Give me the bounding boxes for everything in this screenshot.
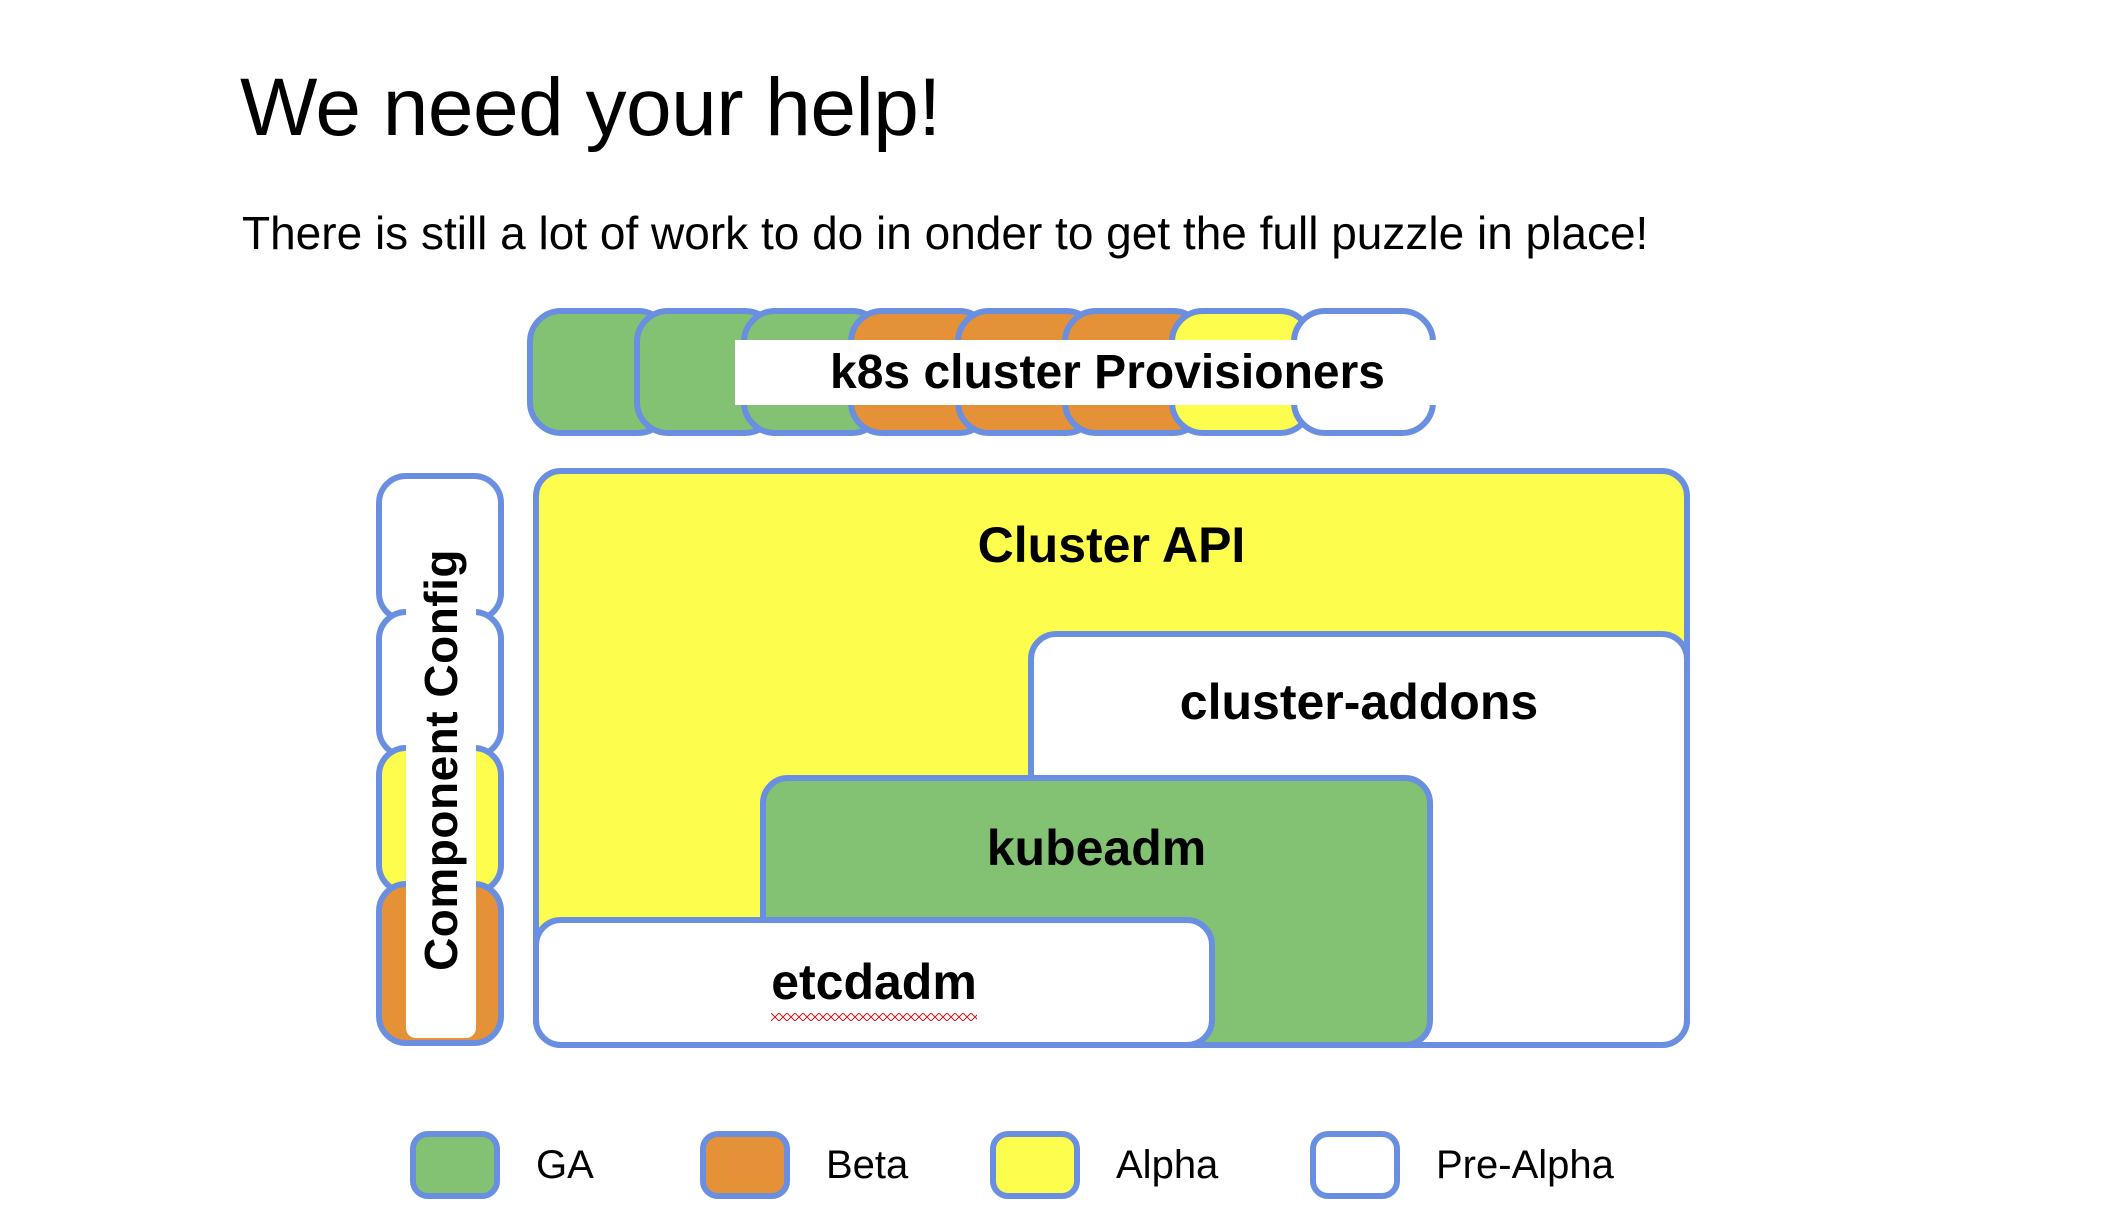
page-subtitle: There is still a lot of work to do in on… xyxy=(242,207,1649,259)
etcdadm-box: etcdadm xyxy=(533,917,1215,1048)
component-config-label-strip: Component Config xyxy=(406,481,476,1038)
legend-item-alpha-swatch xyxy=(990,1131,1080,1199)
etcdadm-label: etcdadm xyxy=(771,953,977,1021)
legend-item-beta-label: Beta xyxy=(826,1142,909,1187)
legend-item-ga-label: GA xyxy=(536,1142,594,1187)
etcdadm-label-wrap: etcdadm xyxy=(539,953,1209,1021)
legend: GA Beta Alpha Pre-Alpha xyxy=(410,1125,1720,1205)
cluster-api-label: Cluster API xyxy=(977,517,1246,573)
legend-item-beta: Beta xyxy=(700,1125,908,1205)
component-config-column: Component Config xyxy=(376,473,504,1046)
legend-item-prealpha: Pre-Alpha xyxy=(1310,1125,1614,1205)
page-title: We need your help! xyxy=(240,61,941,153)
provisioner-banner-label: k8s cluster Provisioners xyxy=(830,346,1385,399)
legend-item-prealpha-swatch xyxy=(1310,1131,1400,1199)
legend-item-alpha-label: Alpha xyxy=(1116,1142,1219,1187)
legend-item-alpha: Alpha xyxy=(990,1125,1218,1205)
legend-item-beta-swatch xyxy=(700,1131,790,1199)
kubeadm-label: kubeadm xyxy=(986,820,1207,876)
provisioner-banner: k8s cluster Provisioners xyxy=(735,340,1480,405)
legend-item-prealpha-label: Pre-Alpha xyxy=(1436,1142,1614,1187)
legend-item-ga: GA xyxy=(410,1125,594,1205)
component-config-label: Component Config xyxy=(415,548,467,971)
legend-item-ga-swatch xyxy=(410,1131,500,1199)
cluster-addons-label: cluster-addons xyxy=(1179,674,1539,730)
